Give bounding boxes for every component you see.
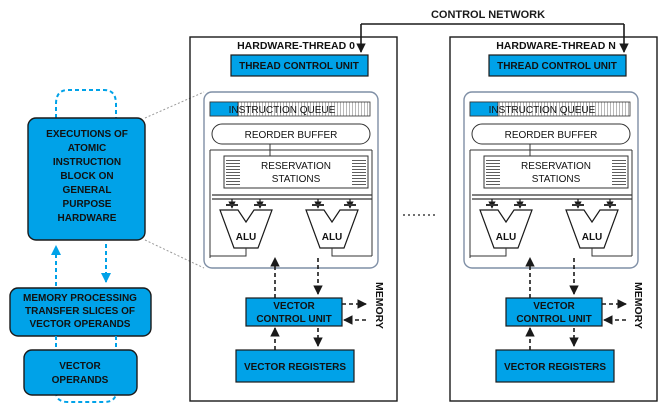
memory-processing-box <box>9 287 152 337</box>
left-panel: EXECUTIONS OF ATOMIC INSTRUCTION BLOCK O… <box>9 89 152 403</box>
control-network: CONTROL NETWORK <box>356 9 629 53</box>
instruction-queue-fill <box>469 101 499 117</box>
alu-shape <box>219 209 273 249</box>
execution-block-line: ATOMIC <box>68 143 107 154</box>
hardware-thread-n: HARDWARE-THREAD N THREAD CONTROL UNIT IN… <box>449 36 658 402</box>
thread-frame <box>189 36 398 402</box>
thread-control-unit-box <box>230 54 369 77</box>
execution-block-line: PURPOSE <box>63 199 112 210</box>
reorder-buffer-box <box>211 123 371 145</box>
execution-block-line: GENERAL <box>63 185 112 196</box>
alu-shape <box>565 209 619 249</box>
memory-processing-line: VECTOR OPERANDS <box>30 319 131 330</box>
vector-control-unit-box <box>245 297 343 327</box>
execution-block-line: INSTRUCTION <box>53 157 121 168</box>
vector-control-unit-line: CONTROL UNIT <box>256 314 331 325</box>
vector-control-unit-line: VECTOR <box>533 301 575 312</box>
instruction-queue-label: INSTRUCTION QUEUE <box>229 105 336 116</box>
thread-title: HARDWARE-THREAD N <box>496 40 616 52</box>
reservation-stations-line: RESERVATION <box>521 161 591 172</box>
reservation-stations-line: STATIONS <box>272 174 321 185</box>
thread-control-unit-label: THREAD CONTROL UNIT <box>239 61 359 72</box>
reorder-buffer-label: REORDER BUFFER <box>505 130 598 141</box>
alu-label: ALU <box>496 232 517 243</box>
vector-registers-label: VECTOR REGISTERS <box>244 362 346 373</box>
reservation-stations-box <box>223 155 369 189</box>
execution-block-line: BLOCK ON <box>60 171 113 182</box>
reservation-stations-box <box>483 155 629 189</box>
thread-control-unit-box <box>488 54 627 77</box>
alu-shape <box>305 209 359 249</box>
alu-label: ALU <box>582 232 603 243</box>
vector-control-unit-line: VECTOR <box>273 301 315 312</box>
instruction-queue-label: INSTRUCTION QUEUE <box>489 105 596 116</box>
memory-processing-line: TRANSFER SLICES OF <box>25 306 135 317</box>
vector-registers-box <box>235 349 355 383</box>
thread-title: HARDWARE-THREAD 0 <box>237 40 355 52</box>
thread-control-unit-label: THREAD CONTROL UNIT <box>497 61 617 72</box>
execution-block-line: EXECUTIONS OF <box>46 129 128 140</box>
vector-operands-box <box>23 349 138 396</box>
alu-label: ALU <box>322 232 343 243</box>
vector-control-unit-line: CONTROL UNIT <box>516 314 591 325</box>
zoom-guide-bottom <box>144 239 205 269</box>
memory-processing-line: MEMORY PROCESSING <box>23 293 137 304</box>
vector-registers-box <box>495 349 615 383</box>
vector-operands-line: VECTOR <box>59 361 101 372</box>
reservation-stations-line: STATIONS <box>532 174 581 185</box>
execution-block-line: HARDWARE <box>58 213 117 224</box>
vector-registers-label: VECTOR REGISTERS <box>504 362 606 373</box>
zoom-guide-top <box>144 91 205 119</box>
instruction-queue-fill <box>209 101 239 117</box>
memory-label: MEMORY <box>373 282 385 329</box>
memory-label: MEMORY <box>632 282 644 329</box>
alu-shape <box>479 209 533 249</box>
thread-frame <box>449 36 658 402</box>
alu-label: ALU <box>236 232 257 243</box>
vector-control-unit-box <box>505 297 603 327</box>
hardware-thread-0: HARDWARE-THREAD 0 THREAD CONTROL UNIT IN… <box>189 36 398 402</box>
control-network-label: CONTROL NETWORK <box>431 9 545 21</box>
reservation-stations-line: RESERVATION <box>261 161 331 172</box>
reorder-buffer-box <box>471 123 631 145</box>
vector-operands-line: OPERANDS <box>52 375 109 386</box>
execution-block-box <box>27 117 146 241</box>
reorder-buffer-label: REORDER BUFFER <box>245 130 338 141</box>
